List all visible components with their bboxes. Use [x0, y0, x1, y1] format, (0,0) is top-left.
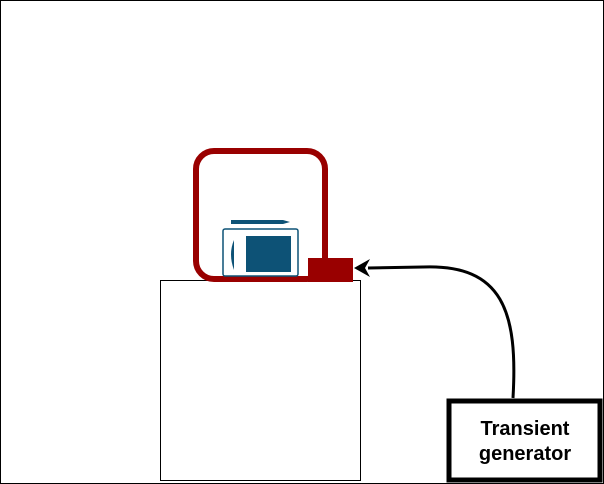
- connection-arrow: [367, 265, 516, 399]
- generator-label-line1: Transient: [481, 418, 570, 440]
- tablet-device-icon: [222, 220, 299, 277]
- coupling-enclosure: [193, 148, 328, 282]
- injection-terminal: [308, 258, 353, 282]
- transient-generator: Transient generator: [446, 398, 603, 483]
- stylus-shape: [231, 220, 290, 224]
- tablet-grip: [231, 240, 234, 270]
- arrowhead: [354, 259, 370, 277]
- generator-label-line2: generator: [479, 443, 571, 465]
- test-table: [160, 280, 361, 481]
- generator-box: [446, 398, 603, 483]
- tablet-screen: [246, 236, 291, 272]
